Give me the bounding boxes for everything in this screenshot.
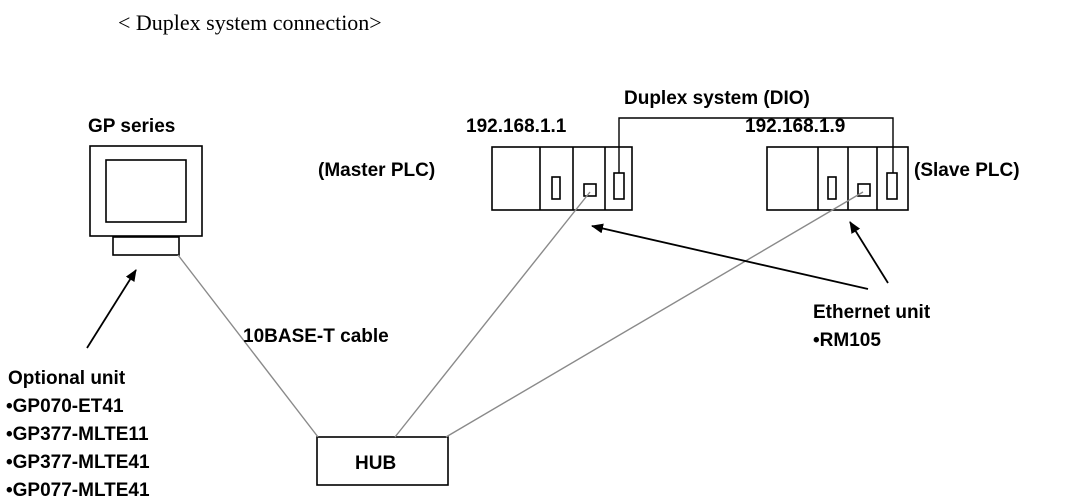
gp-series-label: GP series xyxy=(88,116,175,137)
ethernet-unit-title: Ethernet unit xyxy=(813,302,931,323)
optional-unit-item: •GP377-MLTE11 xyxy=(6,424,149,445)
cable-label: 10BASE-T cable xyxy=(243,326,389,347)
master-plc-icon xyxy=(491,146,633,211)
ethernet-unit-model: •RM105 xyxy=(813,330,881,351)
optional-unit-item: •GP077-MLTE41 xyxy=(6,480,150,501)
optional-unit-arrow xyxy=(86,269,137,349)
slave-plc-icon xyxy=(766,146,909,211)
optional-unit-item: •GP377-MLTE41 xyxy=(6,452,150,473)
ethernet-unit-arrow-master xyxy=(591,223,869,290)
diagram-title: < Duplex system connection> xyxy=(118,10,382,35)
duplex-dio-wire xyxy=(618,117,894,173)
hub-box xyxy=(316,436,449,486)
optional-unit-title: Optional unit xyxy=(8,368,126,389)
duplex-system-label: Duplex system (DIO) xyxy=(624,88,810,109)
ethernet-cables xyxy=(177,191,864,438)
hub-label: HUB xyxy=(355,453,396,474)
slave-ip-label: 192.168.1.9 xyxy=(745,116,845,137)
master-ip-label: 192.168.1.1 xyxy=(466,116,567,137)
optional-unit-item: •GP070-ET41 xyxy=(6,396,124,417)
slave-plc-label: (Slave PLC) xyxy=(914,160,1020,181)
master-plc-label: (Master PLC) xyxy=(318,160,435,181)
ethernet-unit-arrow-slave xyxy=(849,221,889,284)
gp-terminal-icon xyxy=(89,145,203,256)
